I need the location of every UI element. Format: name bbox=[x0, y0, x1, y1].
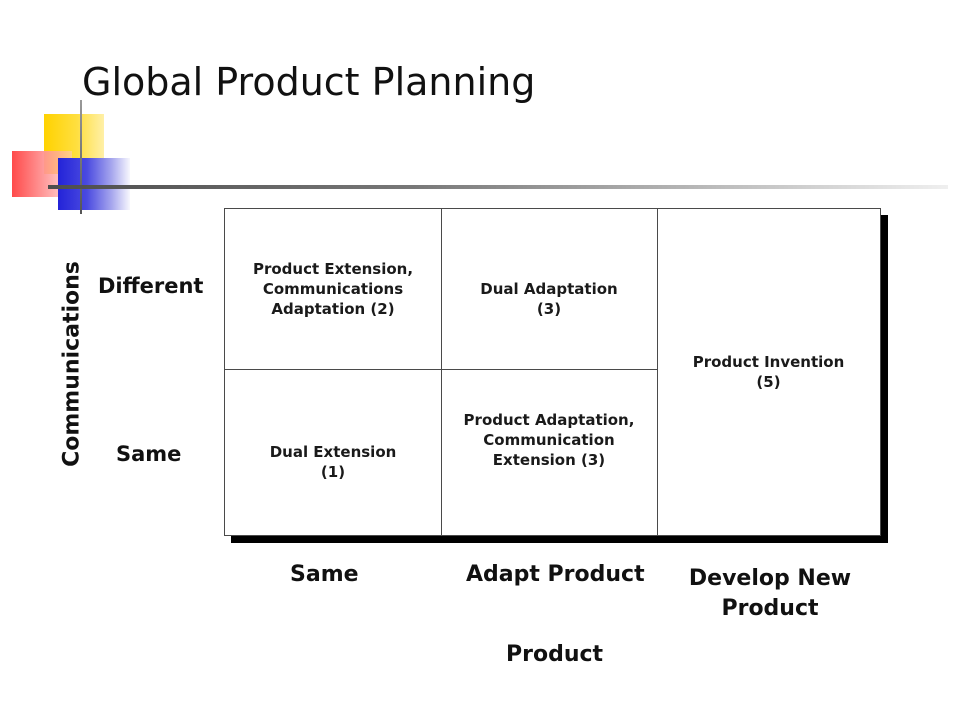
title-underline bbox=[48, 185, 948, 189]
communications-axis-title: Communications bbox=[59, 261, 85, 467]
decorative-vertical-line bbox=[80, 100, 82, 214]
matrix-divider-vertical-1 bbox=[441, 209, 442, 535]
cell-product-extension-communications-adaptation: Product Extension, Communications Adapta… bbox=[252, 260, 414, 318]
product-same-label: Same bbox=[290, 562, 359, 587]
slide-title: Global Product Planning bbox=[82, 60, 536, 104]
cell-dual-adaptation: Dual Adaptation (3) bbox=[480, 280, 618, 318]
product-axis-title: Product bbox=[506, 642, 604, 667]
communications-different-label: Different bbox=[98, 274, 204, 298]
communications-same-label: Same bbox=[116, 442, 182, 466]
strategy-matrix: Product Extension, Communications Adapta… bbox=[224, 208, 881, 536]
product-develop-new-label: Develop New Product bbox=[688, 566, 852, 621]
cell-dual-extension: Dual Extension (1) bbox=[269, 443, 397, 481]
cell-product-invention: Product Invention (5) bbox=[692, 353, 845, 391]
matrix-divider-vertical-2 bbox=[657, 209, 658, 535]
cell-product-adaptation-communication-extension: Product Adaptation, Communication Extens… bbox=[463, 411, 635, 469]
product-adapt-label: Adapt Product bbox=[466, 562, 645, 587]
matrix-divider-horizontal bbox=[225, 369, 657, 370]
decorative-blue-square bbox=[58, 158, 130, 210]
